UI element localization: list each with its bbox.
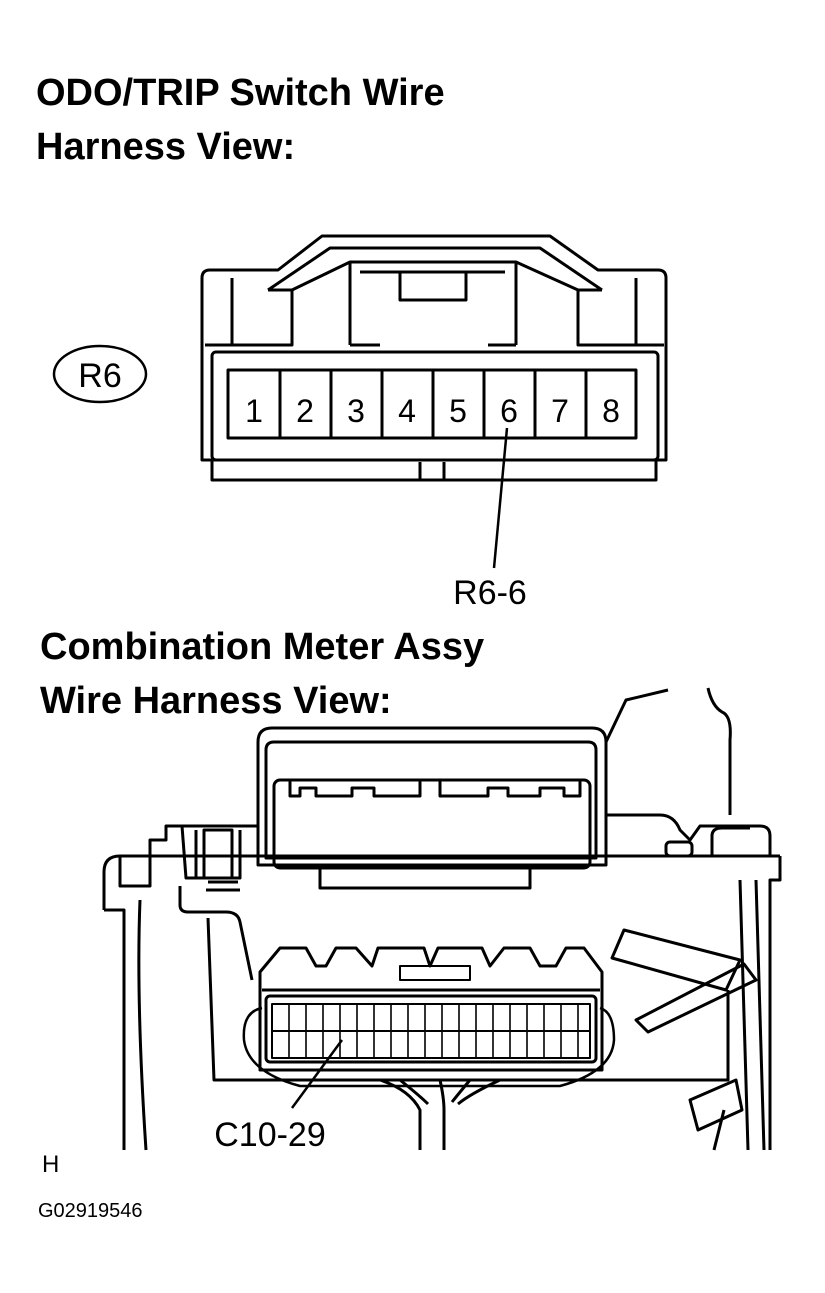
pin-label: 8: [602, 393, 620, 429]
meter-view-title-line1: Combination Meter Assy: [40, 626, 485, 668]
r6-6-leader-line: [492, 427, 509, 569]
c10-connector: [242, 946, 616, 1150]
connector-id-badge: R6: [52, 344, 148, 404]
pin-label: 3: [347, 393, 365, 429]
pin-label: 2: [296, 393, 314, 429]
pin-label: 1: [245, 393, 263, 429]
connector-id-label: R6: [78, 357, 121, 395]
r6-connector: [200, 234, 668, 482]
switch-view-title-line2: Harness View:: [36, 126, 296, 168]
pin-label: 4: [398, 393, 416, 429]
switch-view-title: ODO/TRIP Switch Wire Harness View:: [36, 66, 445, 174]
pin-label: 5: [449, 393, 467, 429]
r6-pin-labels: 1 2 3 4 5 6 7 8: [245, 393, 620, 429]
switch-view-title-line1: ODO/TRIP Switch Wire: [36, 72, 445, 114]
meter-view-title-line2: Wire Harness View:: [40, 680, 392, 722]
pin-label: 6: [500, 393, 518, 429]
figure-code: G02919546: [38, 1200, 143, 1222]
meter-view-title: Combination Meter Assy Wire Harness View…: [40, 620, 484, 728]
pin-label: 7: [551, 393, 569, 429]
view-mark: H: [42, 1151, 59, 1178]
r6-6-callout: R6-6: [453, 574, 527, 612]
c10-29-leader-line: [290, 1039, 344, 1109]
combination-meter-housing: [102, 687, 782, 1151]
c10-29-callout: C10-29: [214, 1116, 326, 1154]
